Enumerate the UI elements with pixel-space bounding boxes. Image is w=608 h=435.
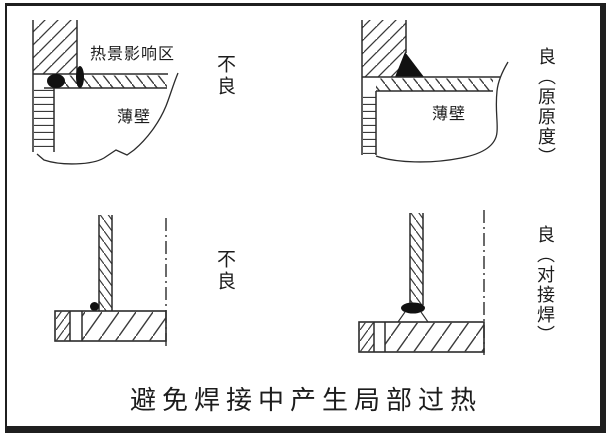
burn-through-drop (76, 66, 84, 88)
fillet-weld-triangle (395, 52, 424, 77)
panel-bottom-left-drawing (54, 215, 167, 347)
break-line (375, 61, 509, 163)
weld-bead (401, 302, 425, 314)
wall-section-ladder-hatch (34, 88, 54, 152)
weld-toe-right (420, 311, 429, 323)
base-plate-hatch (385, 322, 484, 352)
base-plate-hatch (82, 311, 166, 341)
verdict-top-left: 不良 (214, 54, 235, 98)
weld-toe-left (397, 311, 406, 323)
base-plate-end-hatch (55, 311, 70, 341)
verdict-bottom-right: 良（对接焊） (535, 225, 555, 345)
vertical-plate-hatch (410, 213, 423, 305)
verdict-top-right: 良（原原度） (536, 47, 556, 167)
thin-wall-hatch (55, 75, 167, 88)
base-plate-end-hatch (359, 322, 374, 352)
thin-wall-label-top-right: 薄壁 (432, 106, 467, 123)
weld-spot (47, 74, 65, 88)
thick-wall-hatch (33, 20, 77, 74)
heat-affected-zone-label: 热景影响区 (90, 46, 176, 63)
thick-wall-hatch (362, 20, 406, 77)
diagram-caption: 避免焊接中产生局部过热 (130, 386, 483, 415)
vertical-plate-hatch (99, 215, 112, 311)
panel-top-right-drawing (361, 20, 509, 163)
panel-top-left-drawing (32, 20, 179, 165)
weld-spot (90, 302, 99, 311)
break-line (36, 72, 179, 165)
thin-wall-hatch (376, 78, 493, 91)
verdict-bottom-left: 不良 (214, 249, 235, 293)
panel-bottom-right-drawing (358, 210, 485, 355)
wall-section-ladder-hatch (363, 91, 376, 155)
thin-wall-label-top-left: 薄壁 (117, 109, 152, 126)
